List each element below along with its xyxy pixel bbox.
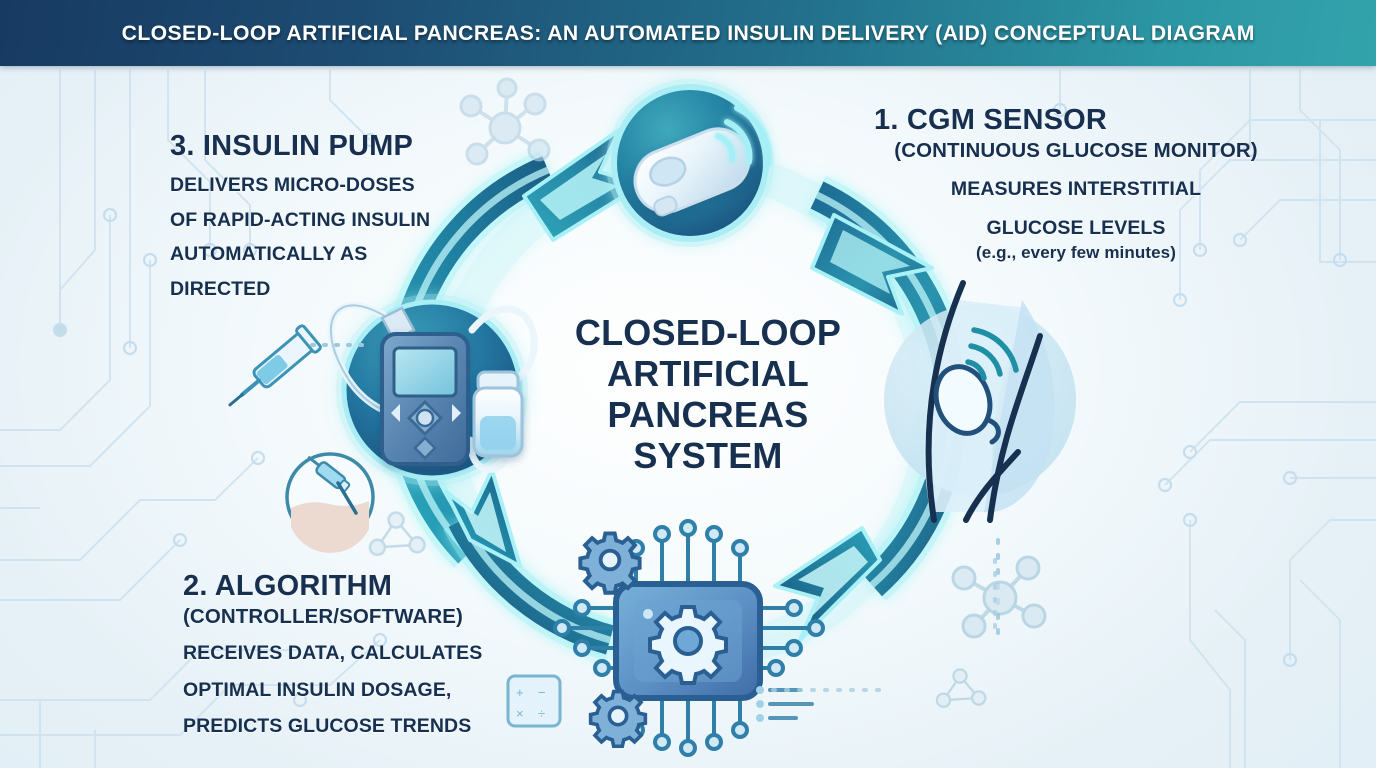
cpu-chip-gear-icon: +− × ÷ (506, 519, 825, 757)
algorithm-heading: 2. ALGORITHM (183, 570, 393, 602)
syringe-icon (228, 324, 322, 407)
cgm-body-line-1: MEASURES INTERSTITIAL (950, 178, 1202, 200)
svg-text:÷: ÷ (538, 706, 545, 721)
pump-body-line-1: DELIVERS MICRO-DOSES (170, 174, 415, 196)
dotted-link (758, 558, 997, 692)
algorithm-body-line-1: RECEIVES DATA, CALCULATES (183, 642, 483, 664)
center-line-1: CLOSED-LOOP (574, 312, 842, 353)
insulin-pump-icon (327, 294, 538, 486)
cgm-subheading: (CONTINUOUS GLUCOSE MONITOR) (894, 139, 1258, 162)
arrow-algorithm-to-pump (443, 468, 616, 661)
pump-body-line-2: OF RAPID-ACTING INSULIN (170, 208, 431, 231)
svg-text:×: × (516, 706, 524, 721)
callout-insulin-pump: 3. INSULIN PUMP DELIVERS MICRO-DOSES OF … (170, 130, 470, 301)
calculator-icon: +− × ÷ (506, 674, 562, 728)
center-line-2: ARTIFICIAL (607, 353, 809, 394)
center-line-3: PANCREAS (607, 394, 809, 435)
header-bar: CLOSED-LOOP ARTIFICIAL PANCREAS: AN AUTO… (0, 0, 1376, 66)
callout-algorithm: 2. ALGORITHM (CONTROLLER/SOFTWARE) RECEI… (183, 570, 513, 739)
cgm-body-line-2: GLUCOSE LEVELS (986, 216, 1166, 239)
callout-cgm-sensor: 1. CGM SENSOR (CONTINUOUS GLUCOSE MONITO… (866, 104, 1286, 264)
pump-heading: 3. INSULIN PUMP (170, 130, 414, 162)
skin-injection-icon (285, 452, 375, 553)
cgm-sensor-icon (606, 79, 774, 247)
algorithm-body-line-3: PREDICTS GLUCOSE TRENDS (183, 715, 472, 737)
center-line-4: SYSTEM (633, 435, 783, 476)
arm-with-cgm-icon (884, 280, 1076, 642)
algorithm-body-line-2: OPTIMAL INSULIN DOSAGE, (183, 678, 452, 701)
svg-text:−: − (538, 685, 546, 700)
svg-text:+: + (516, 685, 524, 700)
algorithm-subheading: (CONTROLLER/SOFTWARE) (183, 605, 463, 628)
page-title: CLOSED-LOOP ARTIFICIAL PANCREAS: AN AUTO… (121, 20, 1255, 45)
cgm-heading: 1. CGM SENSOR (874, 104, 1108, 136)
pump-body-line-4: DIRECTED (170, 277, 271, 300)
center-label: CLOSED-LOOP ARTIFICIAL PANCREAS SYSTEM (548, 312, 868, 476)
molecule-icon (368, 77, 1047, 708)
pump-body-line-3: AUTOMATICALLY AS (170, 243, 368, 265)
cgm-note: (e.g., every few minutes) (976, 243, 1176, 262)
